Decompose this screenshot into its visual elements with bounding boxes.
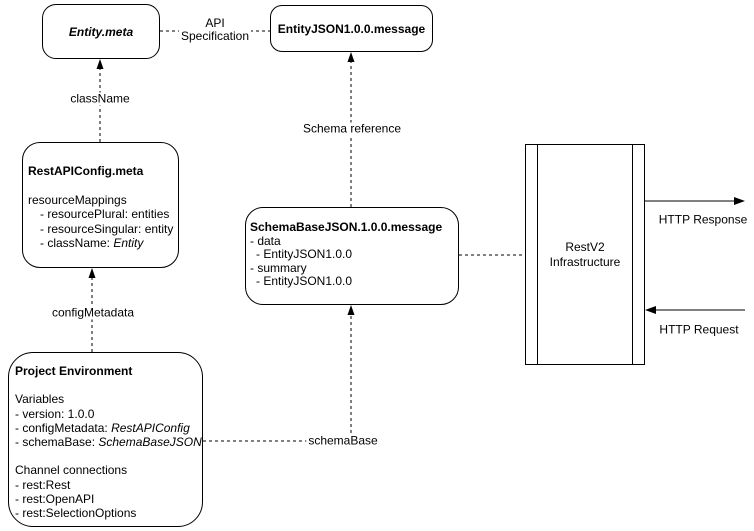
schemabasejson-summary-entity: - EntityJSON1.0.0 — [256, 274, 353, 288]
edge-http-response-arrowhead — [734, 197, 745, 205]
restapiconfig-group-label: resourceMappings — [28, 192, 127, 207]
node-entityjson-message[interactable]: EntityJSON1.0.0.message — [270, 5, 433, 52]
node-entity-meta-title: Entity.meta — [68, 24, 134, 39]
edge-label-classname: className — [68, 91, 132, 106]
restapiconfig-classname-value: Entity — [113, 236, 144, 250]
projectenv-configmetadata: - configMetadata: RestAPIConfig — [15, 421, 199, 435]
restapiconfig-resource-plural: - resourcePlural: entities — [40, 207, 170, 221]
projectenv-rest-openapi: - rest:OpenAPI — [15, 492, 95, 507]
projectenv-channel-connections-label: Channel connections — [15, 463, 128, 478]
edge-label-schema-reference: Schema reference — [300, 121, 404, 136]
edge-label-configmetadata: configMetadata — [49, 305, 137, 320]
component-bar-right — [632, 145, 633, 364]
schemabasejson-data: - data — [250, 233, 281, 248]
node-schemabasejson-title: SchemaBaseJSON.1.0.0.message — [250, 220, 443, 234]
projectenv-rest-rest: - rest:Rest — [15, 477, 71, 492]
projectenv-version: - version: 1.0.0 — [15, 406, 95, 421]
edge-configmetadata-arrowhead — [88, 268, 96, 278]
schemabasejson-data-entity: - EntityJSON1.0.0 — [256, 247, 353, 261]
node-restv2-title-line2: Infrastructure — [549, 254, 621, 269]
projectenv-variables-label: Variables — [15, 392, 65, 407]
projectenv-schemabase: - schemaBase: SchemaBaseJSON — [15, 435, 202, 450]
node-restapiconfig-title: RestAPIConfig.meta — [28, 164, 144, 178]
edge-label-http-response: HTTP Response — [656, 212, 750, 227]
component-bar-left — [537, 145, 538, 364]
edge-schema-reference-arrowhead — [347, 52, 355, 62]
projectenv-configmetadata-value: RestAPIConfig — [111, 420, 190, 435]
restapiconfig-classname-key: - className: — [40, 236, 114, 250]
edge-label-schemabase: schemaBase — [306, 433, 380, 448]
node-project-environment[interactable]: Project Environment Variables - version:… — [8, 352, 203, 527]
node-restapiconfig-meta[interactable]: RestAPIConfig.meta resourceMappings - re… — [22, 142, 179, 268]
edge-classname-arrowhead — [96, 59, 104, 69]
restapiconfig-classname: - className: Entity — [28, 236, 175, 251]
node-restv2-title-line1: RestV2 — [565, 239, 605, 254]
edge-schemabase[interactable] — [203, 314, 352, 442]
api-specification-line2: Specification — [180, 29, 250, 43]
projectenv-configmetadata-key: - configMetadata: — [15, 420, 112, 435]
projectenv-rest-selectionoptions: - rest:SelectionOptions — [15, 506, 137, 521]
node-entityjson-message-title: EntityJSON1.0.0.message — [277, 21, 426, 36]
projectenv-schemabase-key: - schemaBase: — [15, 435, 99, 450]
node-project-environment-title: Project Environment — [15, 364, 133, 378]
node-schemabasejson-message[interactable]: SchemaBaseJSON.1.0.0.message - data - En… — [245, 207, 459, 305]
edge-schemabase-arrowhead — [347, 305, 355, 315]
edge-label-http-request: HTTP Request — [657, 322, 741, 337]
restapiconfig-resource-singular: - resourceSingular: entity — [40, 221, 174, 236]
schemabasejson-summary: - summary — [250, 260, 307, 275]
edge-label-api-specification: API Specification — [178, 16, 252, 43]
projectenv-schemabase-value: SchemaBaseJSON — [98, 435, 202, 450]
node-entity-meta[interactable]: Entity.meta — [42, 4, 160, 59]
node-restv2-infrastructure[interactable]: RestV2 Infrastructure — [525, 144, 645, 365]
edge-http-request-arrowhead — [645, 306, 656, 314]
api-specification-line1: API — [205, 16, 225, 30]
